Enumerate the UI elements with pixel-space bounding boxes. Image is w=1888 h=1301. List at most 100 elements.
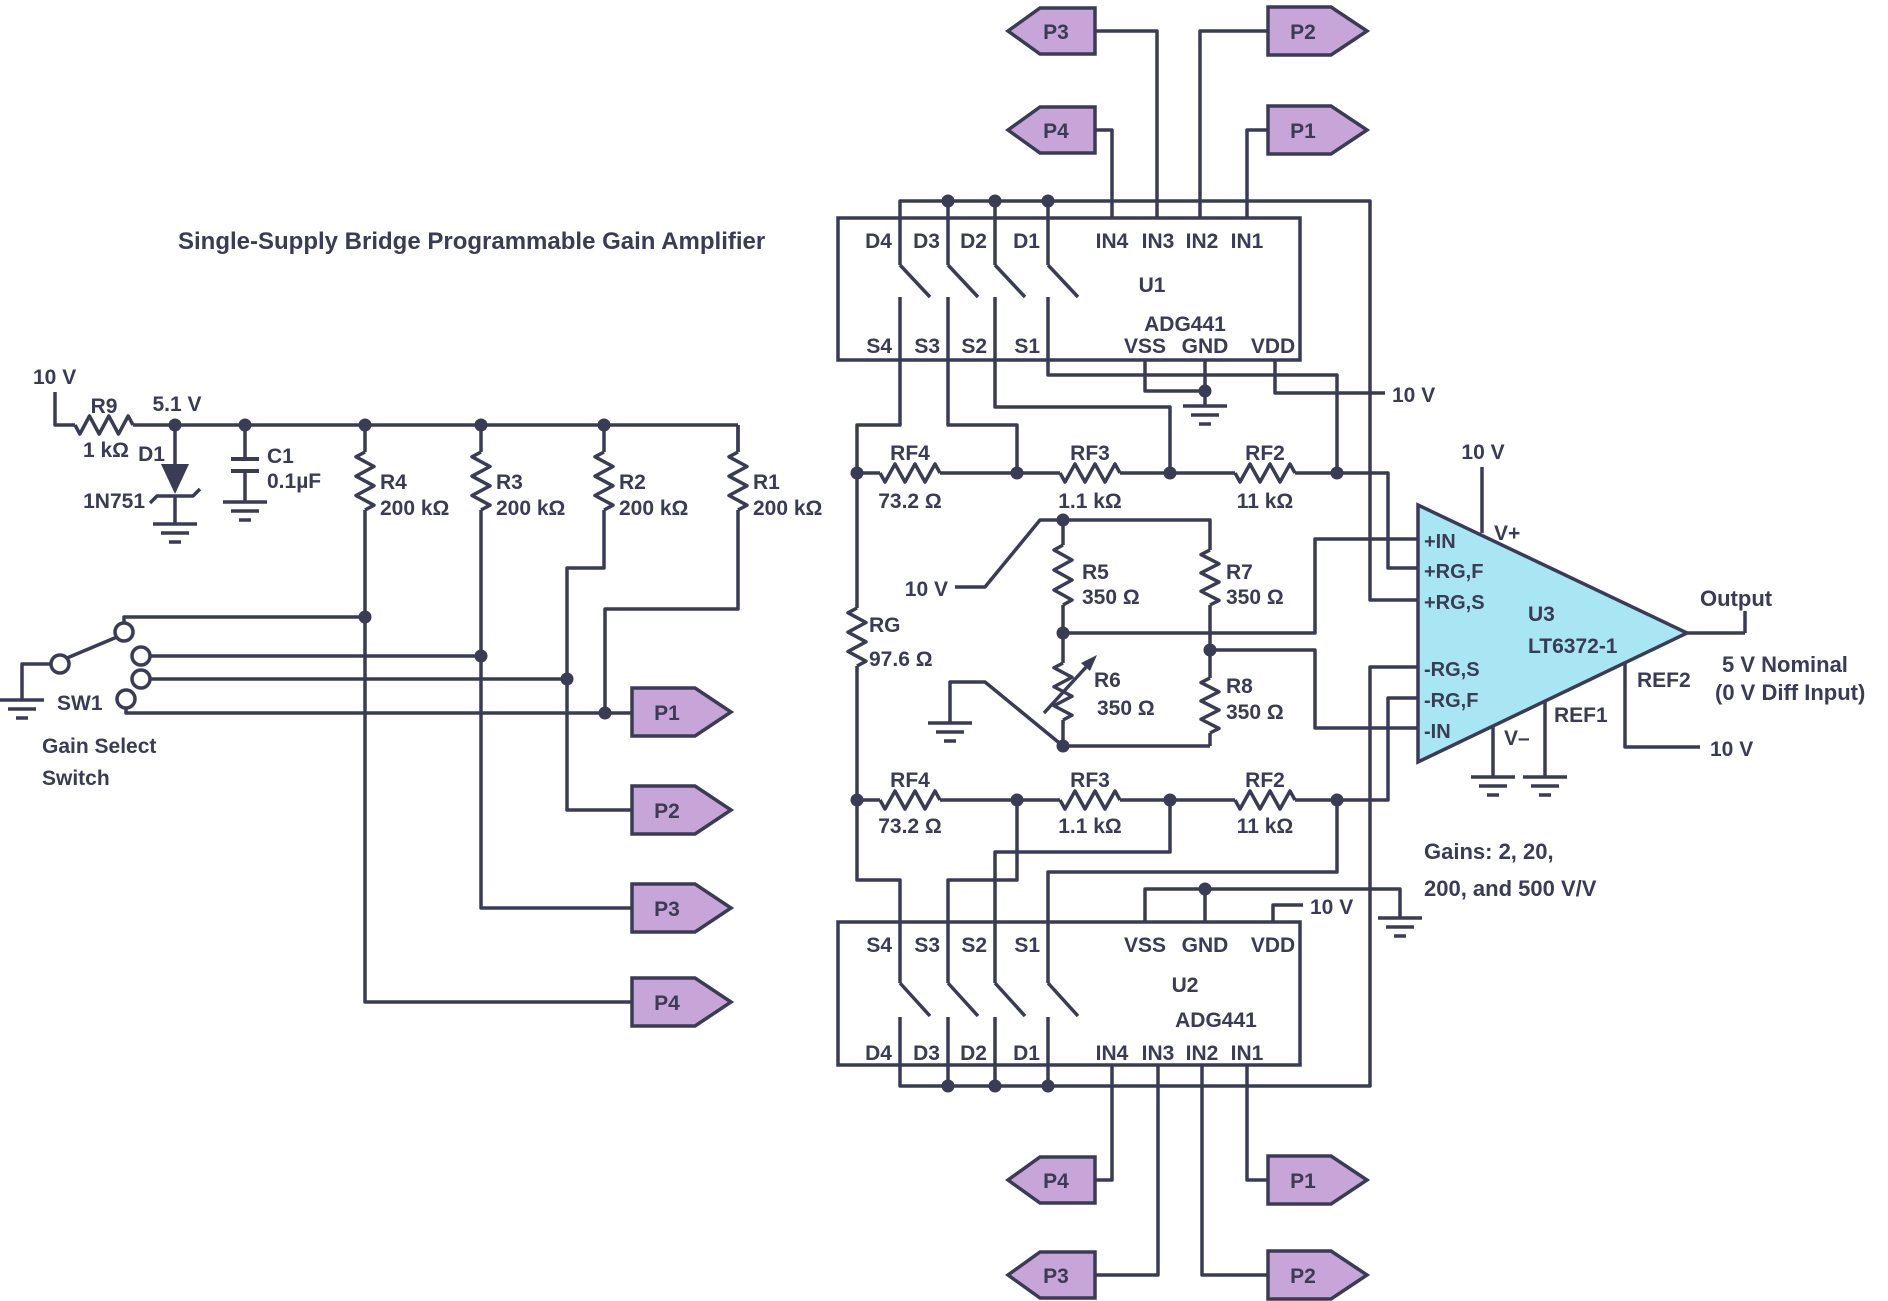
label-labels.u3.ref2: REF2 <box>1637 669 1691 692</box>
label-labels.bridge.rgv: 97.6 Ω <box>869 648 933 671</box>
switch-contact <box>113 621 135 643</box>
wire <box>122 615 365 623</box>
label-labels.gains.l1: Gains: 2, 20, <box>1424 839 1554 864</box>
wire <box>1245 1065 1268 1182</box>
switch-blade <box>1046 263 1080 299</box>
label-labels.u2.s4: S4 <box>866 934 892 957</box>
label-labels.bridge.rg: RG <box>869 614 901 637</box>
label-labels.u2.d3: D3 <box>913 1042 940 1065</box>
connector-p2-top-label: P2 <box>1290 21 1316 44</box>
junction-dot <box>560 672 574 686</box>
resistor-r5 <box>1052 543 1074 607</box>
label-labels.bridge.r8v: 350 Ω <box>1226 701 1284 724</box>
label-labels.u3.ref: U3 <box>1528 603 1555 626</box>
connector-p2-bottom <box>1266 1249 1371 1301</box>
label-labels.gains.l2: 200, and 500 V/V <box>1424 876 1597 901</box>
connector-p3-left <box>630 882 735 934</box>
wire <box>1273 360 1385 395</box>
label-labels.u1.in1: IN1 <box>1231 230 1264 253</box>
switch-contact <box>130 668 152 690</box>
connector-p3-bottom <box>1005 1250 1097 1300</box>
wire <box>1063 537 1418 635</box>
label-labels.ladder.rf3v: 1.1 kΩ <box>1058 815 1122 838</box>
wire <box>1337 471 1418 570</box>
wire <box>363 510 632 1004</box>
wire <box>1623 663 1700 749</box>
resistor-r4 <box>354 450 376 512</box>
label-labels.left.r9v: 1 kΩ <box>83 439 129 462</box>
resistor-rg <box>846 606 868 668</box>
wire <box>1245 128 1268 218</box>
wire <box>855 360 902 473</box>
wire <box>955 518 1212 589</box>
junction-dot <box>1056 626 1070 640</box>
label-labels.u3.v10: 10 V <box>1461 441 1504 464</box>
wire <box>946 360 1019 473</box>
label-labels.u2.in2: IN2 <box>1186 1042 1219 1065</box>
label-labels.left.v51: 5.1 V <box>152 393 201 416</box>
label-labels.left.r2v: 200 kΩ <box>619 497 688 520</box>
label-labels.u3.inn: -IN <box>1424 721 1451 743</box>
label-labels.left.v10: 10 V <box>33 366 76 389</box>
label-labels.u3.out: Output <box>1700 586 1773 611</box>
junction-dot <box>474 418 488 432</box>
connector-p3-left-label: P3 <box>654 898 680 921</box>
switch-contact <box>49 653 71 675</box>
label-labels.left.r3v: 200 kΩ <box>496 497 565 520</box>
junction-dot <box>474 649 488 663</box>
label-labels.left.c1v: 0.1µF <box>267 470 321 493</box>
connector-p4-top-label: P4 <box>1043 120 1069 143</box>
label-labels.ladder.rf3: RF3 <box>1070 442 1110 465</box>
label-labels.u2.vdd: VDD <box>1251 934 1295 957</box>
connector-p3-top-label: P3 <box>1043 21 1069 44</box>
wire <box>1271 903 1303 922</box>
label-labels.ladder.rf4v: 73.2 Ω <box>878 490 942 513</box>
label-labels.u3.rgsn: -RG,S <box>1424 659 1480 681</box>
wire <box>565 510 632 812</box>
wire <box>53 392 75 427</box>
junction-dot <box>1010 466 1024 480</box>
wire <box>124 708 632 715</box>
connector-p2-left-label: P2 <box>654 800 680 823</box>
label-labels.u1.vdd: VDD <box>1251 335 1295 358</box>
label-labels.left.d1: D1 <box>138 443 165 466</box>
label-labels.ladder.rf2v: 11 kΩ <box>1237 815 1294 838</box>
label-labels.u2.in4: IN4 <box>1096 1042 1129 1065</box>
resistor-r9 <box>73 414 135 436</box>
junction-dot <box>941 194 955 208</box>
label-labels.u3.part: LT6372-1 <box>1528 635 1618 658</box>
junction-dot <box>238 418 252 432</box>
label-labels.left.r4: R4 <box>380 471 407 494</box>
label-labels.u1.in4: IN4 <box>1096 230 1129 253</box>
connector-p2-bottom-label: P2 <box>1290 1265 1316 1288</box>
connector-p4-left <box>630 976 735 1028</box>
r6-wiper <box>1042 663 1090 715</box>
wire <box>1095 1065 1160 1277</box>
junction-dot <box>988 1079 1002 1093</box>
label-labels.u2.s1: S1 <box>1014 934 1040 957</box>
label-labels.u1.in2: IN2 <box>1186 230 1219 253</box>
label-labels.u2.ref: U2 <box>1172 974 1199 997</box>
zener-diode-icon <box>161 464 189 494</box>
label-labels.u3.v10ref2: 10 V <box>1710 738 1753 761</box>
connector-p4-bottom <box>1005 1155 1097 1205</box>
label-labels.left.r2: R2 <box>619 471 646 494</box>
resistor-r1 <box>727 450 749 512</box>
wire <box>1095 29 1159 218</box>
switch-blade <box>993 981 1027 1018</box>
label-labels.bridge.r5: R5 <box>1082 561 1109 584</box>
resistor-rf3-top <box>1058 462 1122 484</box>
label-labels.u1.ref: U1 <box>1139 274 1166 297</box>
resistor-rf4-top <box>878 462 942 484</box>
resistor-r8 <box>1199 676 1221 735</box>
junction-dot <box>1041 194 1055 208</box>
label-labels.left.r9: R9 <box>91 395 118 418</box>
label-labels.bridge.r7: R7 <box>1226 561 1253 584</box>
label-labels.left.r1v: 200 kΩ <box>753 497 822 520</box>
junction-dot <box>1330 466 1344 480</box>
junction-dot <box>988 194 1002 208</box>
label-labels.u3.vp: V+ <box>1494 522 1520 545</box>
label-labels.ladder.rf4: RF4 <box>890 769 930 792</box>
label-labels.u1.gnd: GND <box>1182 335 1229 358</box>
